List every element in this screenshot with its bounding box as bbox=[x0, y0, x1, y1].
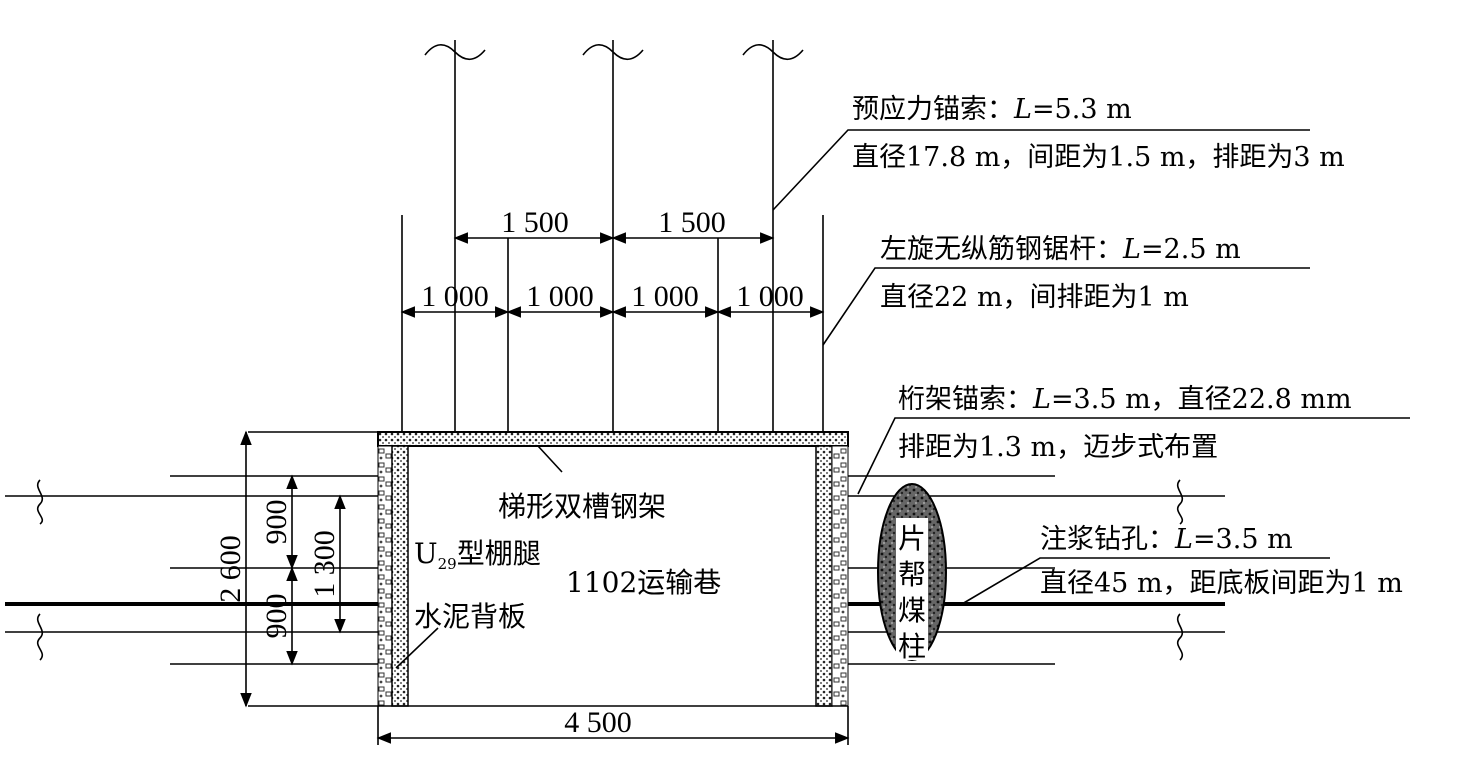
pillar-char-2: 帮 bbox=[898, 558, 926, 591]
truss-cable-spec: 排距为1.3 m，迈步式布置 bbox=[898, 432, 1218, 463]
svg-text:左旋无纵筋钢锯杆：L=2.5 m: 左旋无纵筋钢锯杆：L=2.5 m bbox=[880, 234, 1241, 265]
upper-offset-label: 900 bbox=[260, 500, 293, 545]
svg-text:U29型棚腿: U29型棚腿 bbox=[414, 537, 541, 573]
break-mark-icon bbox=[742, 44, 804, 61]
bolt-spacing-4: 1 000 bbox=[736, 280, 804, 313]
roadway-name-label: 1102运输巷 bbox=[566, 566, 721, 599]
roadway-cross-section bbox=[377, 431, 849, 707]
u-leg-prefix: U bbox=[414, 537, 438, 570]
prestressed-cable-len-var: L bbox=[1013, 94, 1032, 125]
coal-pillar: 片 帮 煤 柱 bbox=[877, 483, 947, 663]
left-wall-elements bbox=[5, 431, 378, 707]
truss-cable-len-var: L bbox=[1032, 384, 1051, 415]
roadway-width-label: 4 500 bbox=[564, 706, 632, 739]
break-mark-icon bbox=[36, 479, 44, 525]
bolt-len-var: L bbox=[1122, 234, 1141, 265]
bolt-spacing-1: 1 000 bbox=[421, 280, 489, 313]
break-mark-icon bbox=[1176, 613, 1184, 661]
steel-frame-label: 梯形双槽钢架 bbox=[498, 490, 666, 523]
cable-spacing-right: 1 500 bbox=[658, 206, 726, 239]
grout-spec: 直径45 m，距底板间距为1 m bbox=[1040, 568, 1403, 599]
bolt-spacing-dimension: 1 000 1 000 1 000 1 000 bbox=[400, 280, 825, 318]
svg-text:预应力锚索：L=5.3 m: 预应力锚索：L=5.3 m bbox=[852, 94, 1132, 125]
bolt-title: 左旋无纵筋钢锯杆： bbox=[880, 234, 1123, 265]
prestressed-cable-title: 预应力锚索： bbox=[852, 94, 1014, 125]
roadway-height-label: 2 600 bbox=[214, 535, 247, 603]
roadway-width-dimension: 4 500 bbox=[376, 706, 850, 745]
leader-lines bbox=[395, 129, 1410, 669]
annotation-prestressed-cable: 预应力锚索：L=5.3 m 直径17.8 m，间距为1.5 m，排距为3 m bbox=[852, 94, 1345, 173]
prestressed-anchor-cables bbox=[424, 40, 804, 432]
bolt-spacing-3: 1 000 bbox=[631, 280, 699, 313]
grout-len-var: L bbox=[1174, 524, 1193, 555]
lower-offset-label: 900 bbox=[260, 594, 293, 639]
grout-len-val: =3.5 m bbox=[1193, 524, 1293, 555]
svg-text:桁架锚索：L=3.5 m，直径22.8 mm: 桁架锚索：L=3.5 m，直径22.8 mm bbox=[898, 384, 1352, 415]
backfill-left bbox=[377, 445, 393, 707]
bolt-len-val: =2.5 m bbox=[1141, 234, 1241, 265]
left-height-dimensions: 2 600 900 900 1 300 bbox=[214, 430, 346, 708]
u-leg-left bbox=[391, 445, 409, 707]
prestressed-cable-spec: 直径17.8 m，间距为1.5 m，排距为3 m bbox=[852, 142, 1345, 173]
cement-board-label: 水泥背板 bbox=[414, 600, 526, 633]
backfill-right bbox=[831, 445, 849, 707]
annotation-inner-labels: 梯形双槽钢架 U29型棚腿 水泥背板 1102运输巷 bbox=[414, 490, 721, 633]
pillar-char-4: 柱 bbox=[898, 630, 926, 663]
pillar-char-1: 片 bbox=[898, 522, 926, 555]
bolt-spec: 直径22 m，间排距为1 m bbox=[880, 282, 1189, 313]
prestressed-cable-len-val: =5.3 m bbox=[1032, 94, 1132, 125]
truss-cable-title: 桁架锚索： bbox=[898, 384, 1033, 415]
break-mark-icon bbox=[582, 44, 644, 61]
steel-beam bbox=[377, 431, 849, 447]
break-mark-icon bbox=[424, 44, 486, 61]
wall-bolt-span-label: 1 300 bbox=[308, 530, 341, 598]
break-mark-icon bbox=[1176, 479, 1184, 525]
u-leg-right bbox=[815, 445, 833, 707]
grout-title: 注浆钻孔： bbox=[1040, 524, 1175, 555]
cable-spacing-dimension: 1 500 1 500 bbox=[453, 206, 775, 244]
annotation-rock-bolt: 左旋无纵筋钢锯杆：L=2.5 m 直径22 m，间排距为1 m bbox=[880, 234, 1241, 313]
annotation-truss-cable: 桁架锚索：L=3.5 m，直径22.8 mm 排距为1.3 m，迈步式布置 bbox=[898, 384, 1352, 463]
pillar-char-3: 煤 bbox=[898, 594, 926, 627]
cable-spacing-left: 1 500 bbox=[501, 206, 569, 239]
u-leg-suffix: 型棚腿 bbox=[457, 537, 541, 570]
annotation-grout-hole: 注浆钻孔：L=3.5 m 直径45 m，距底板间距为1 m bbox=[1040, 524, 1403, 599]
bolt-spacing-2: 1 000 bbox=[526, 280, 594, 313]
roof-bolts bbox=[401, 215, 824, 432]
svg-text:注浆钻孔：L=3.5 m: 注浆钻孔：L=3.5 m bbox=[1040, 524, 1293, 555]
break-mark-icon bbox=[36, 613, 44, 661]
truss-cable-len-val: =3.5 m，直径22.8 mm bbox=[1051, 384, 1352, 415]
u-leg-sub: 29 bbox=[438, 555, 457, 573]
